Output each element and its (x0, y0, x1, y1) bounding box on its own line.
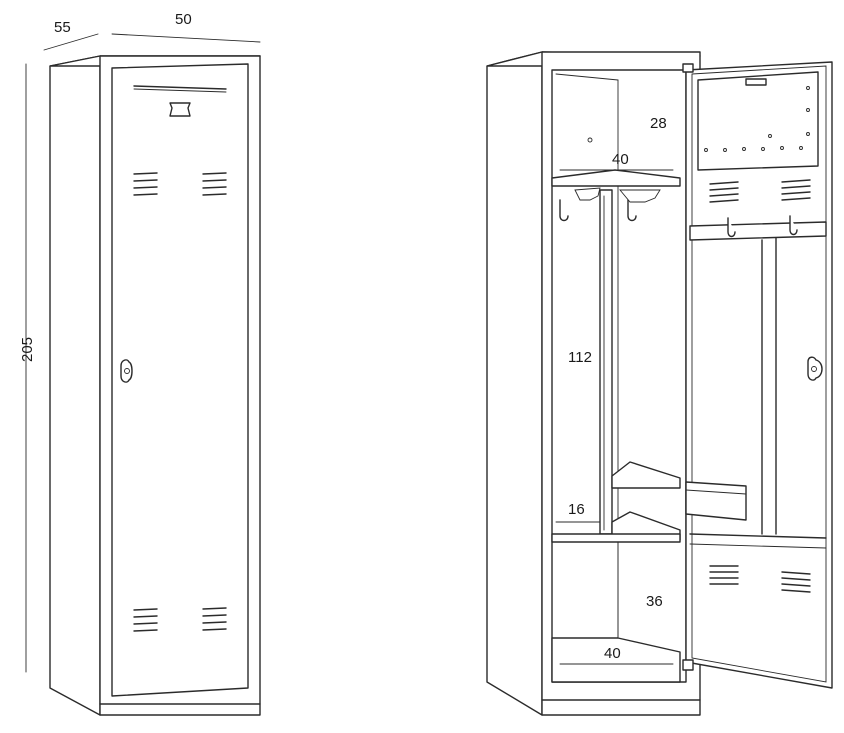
door-storage-box (685, 481, 747, 521)
door-coat-hook-icon-right (789, 215, 798, 236)
door-lower-right-vent-slot-icon (781, 571, 811, 593)
upper-right-vent-slot-icon (202, 172, 227, 196)
lower-height-label: 36 (646, 593, 663, 610)
label-holder-icon (169, 102, 191, 117)
lower-left-vent-slot-icon (133, 608, 158, 632)
width-dimension-line (111, 33, 261, 43)
depth-label: 55 (54, 19, 71, 36)
door-hook-rail (689, 221, 827, 241)
lower-width-label: 40 (604, 645, 621, 662)
hanging-height-label: 112 (568, 349, 592, 366)
closed-locker: 55 50 205 (19, 11, 261, 716)
door-upper-right-vent-slot-icon (781, 179, 811, 201)
upper-shelf-height-label: 28 (650, 115, 667, 132)
open-door-inner-frame (691, 65, 827, 683)
door-lower-panel-top-inner (689, 543, 827, 549)
hook-bracket-right (619, 189, 661, 203)
open-cabinet-side-panel (486, 51, 543, 716)
small-shelf-height-label: 16 (568, 501, 585, 518)
lower-right-vent-slot-icon (202, 607, 227, 631)
door-top-handle-slot (133, 85, 227, 90)
door-label-holder-icon (745, 78, 767, 86)
cabinet-side-panel (49, 55, 101, 716)
door-lower-left-vent-slot-icon (709, 565, 739, 585)
door-top-handle-slot-shadow (133, 88, 227, 93)
hanging-divider-panel (599, 189, 613, 535)
hook-bracket-left (574, 187, 601, 201)
lock-handle-icon (120, 359, 133, 383)
width-label: 50 (175, 11, 192, 28)
height-label: 205 (19, 337, 36, 362)
upper-shelf-width-label: 40 (612, 151, 629, 168)
locker-door (111, 63, 249, 697)
coat-hook-icon-right (627, 199, 637, 222)
door-upper-left-vent-slot-icon (709, 181, 739, 203)
door-storage-box-edge (685, 489, 747, 495)
door-notice-board (697, 71, 819, 171)
depth-dimension-line (43, 33, 99, 51)
open-locker: 28 40 112 16 36 40 (486, 51, 833, 716)
interior-mounting-hole (587, 137, 593, 143)
small-upper-shelf (611, 461, 681, 489)
upper-left-vent-slot-icon (133, 172, 158, 196)
door-lock-handle-icon (807, 356, 823, 381)
top-shelf (551, 169, 681, 187)
door-top-hinge (682, 63, 694, 73)
coat-hook-icon-left (559, 199, 569, 222)
mid-shelf (551, 533, 681, 543)
board-screw-holes (704, 86, 810, 152)
door-coat-hook-icon-left (727, 217, 736, 238)
interior-back-top-line (555, 73, 619, 81)
door-bottom-hinge (682, 659, 694, 671)
door-lower-panel-top (689, 533, 827, 539)
bottom-floor (551, 637, 681, 683)
